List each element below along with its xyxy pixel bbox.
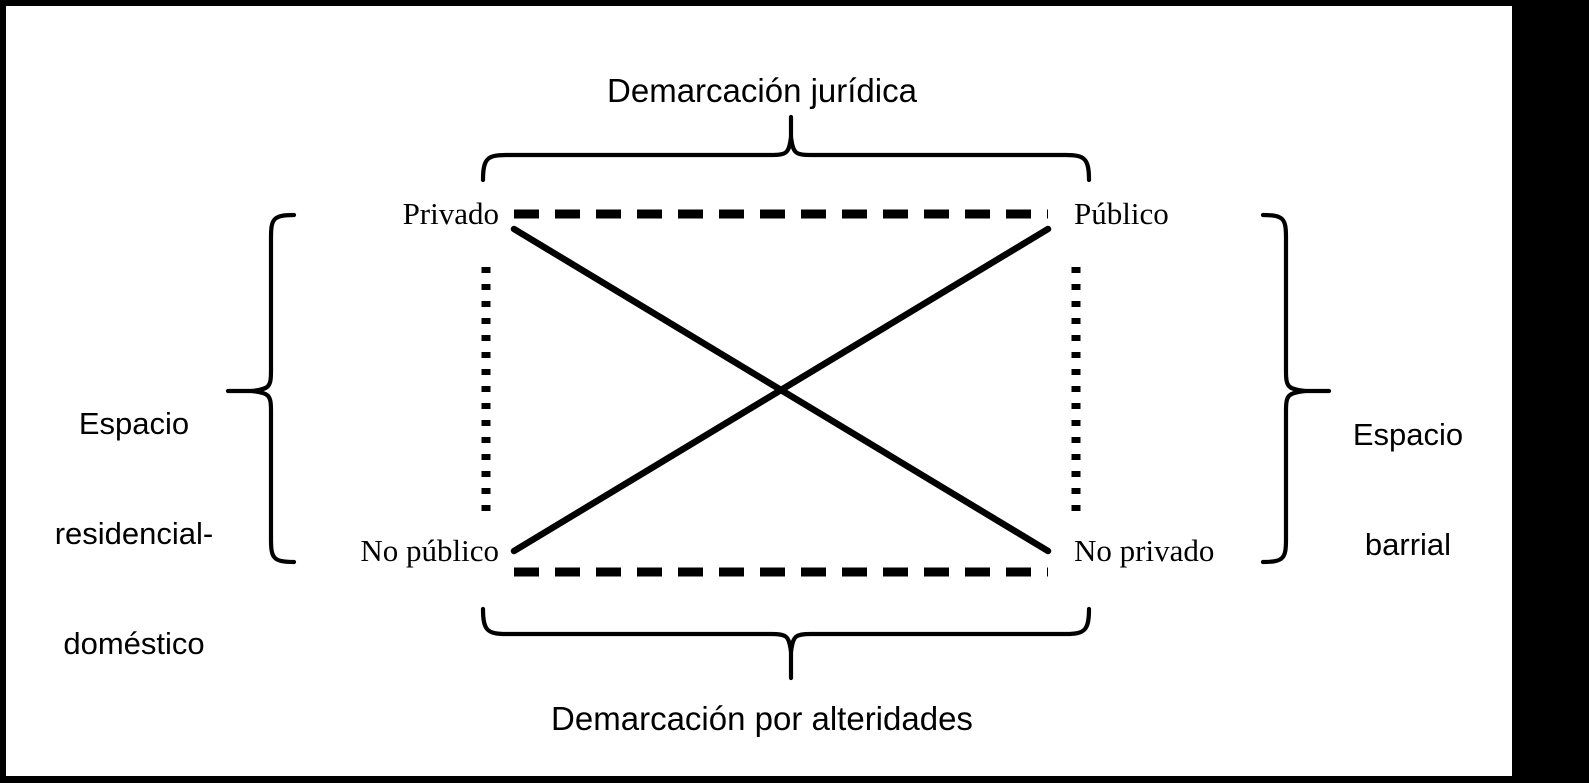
- axis-caption-top: Demarcación jurídica: [607, 72, 917, 109]
- axis-caption-left-line-1: Espacio: [78, 406, 190, 442]
- axis-caption-left-line-2: residencial-: [54, 515, 214, 551]
- top-brace: [480, 134, 1092, 183]
- axis-caption-left-line-3: doméstico: [63, 625, 205, 661]
- corner-label-top-left: Privado: [402, 196, 499, 231]
- bottom-brace: [480, 606, 1092, 655]
- corner-label-bottom-left: No público: [360, 533, 499, 568]
- right-black-bar: [1512, 0, 1589, 783]
- axis-caption-right-line-2: barrial: [1364, 526, 1452, 562]
- right-brace: [1260, 212, 1308, 565]
- axis-caption-left: Espacio residencial- doméstico: [26, 333, 242, 735]
- axis-caption-right: Espacio barrial: [1308, 344, 1508, 637]
- diagonal-nopublico-publico: [510, 225, 1052, 555]
- axis-caption-right-line-1: Espacio: [1352, 417, 1464, 453]
- left-brace: [249, 212, 297, 565]
- corner-label-bottom-right: No privado: [1074, 533, 1215, 568]
- axis-caption-bottom: Demarcación por alteridades: [551, 700, 973, 737]
- diagram-graphics: [225, 114, 1332, 681]
- corner-label-top-right: Público: [1074, 196, 1169, 231]
- figure-frame: Demarcación jurídica Demarcación por alt…: [0, 0, 1512, 783]
